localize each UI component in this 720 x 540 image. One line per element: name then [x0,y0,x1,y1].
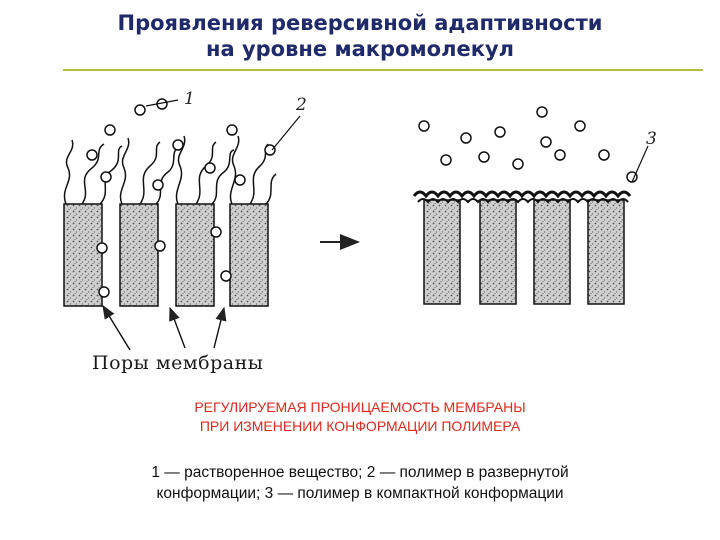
polymer-chain [211,149,235,205]
pore-column [533,199,571,305]
caption-legend-line-1: 1 — растворенное вещество; 2 — полимер в… [151,464,569,481]
solute-particle [204,162,216,174]
polymer-chain [195,141,217,205]
caption-highlight-line-2: ПРИ ИЗМЕНЕНИИ КОНФОРМАЦИИ ПОЛИМЕРА [199,418,521,434]
polymer-chain [81,143,105,205]
pore-arrow [213,306,227,349]
solute-particle [540,136,552,148]
solute-particle [574,120,586,132]
solute-particle [134,104,146,116]
caption-highlight-line-1: РЕГУЛИРУЕМАЯ ПРОНИЦАЕМОСТЬ МЕМБРАНЫ [194,399,526,415]
solute-particle [154,240,166,252]
solute-particle [96,242,108,254]
leader-line-3 [631,145,649,183]
solute-particle [536,106,548,118]
solute-particle [220,270,232,282]
title-underline [63,69,703,71]
solute-particle [264,144,276,156]
polymer-layer-compact [412,190,632,204]
solute-particle [210,226,222,238]
membrane-columns-right [423,199,625,305]
pore-arrows [102,304,227,351]
solute-particle [512,158,524,170]
solute-particles-right [418,106,638,183]
pore-column [587,199,625,305]
leader-line-2 [271,115,301,151]
polymer-chain [119,137,130,205]
polymer-chain [229,135,240,205]
solute-particle [554,149,566,161]
pore-arrow [102,304,131,351]
polymer-chain [99,145,123,205]
label-2: 2 [295,95,307,115]
polymer-chain [139,141,161,205]
polymer-chain [155,147,179,205]
compact-polymer-chain [412,190,632,199]
membrane-columns-left [63,203,269,307]
pore-column [175,203,215,307]
solute-particle [98,286,110,298]
compact-polymer-chain [417,198,629,204]
page-title: Проявления реверсивной адаптивности на у… [0,10,720,62]
solute-particle [226,124,238,136]
pore-column [423,199,461,305]
solute-particle [460,132,472,144]
solute-particle [172,139,184,151]
label-3: 3 [646,129,657,149]
polymer-chain [265,173,277,205]
right-panel-compact-state: 3 [412,106,657,305]
solute-particle [418,120,430,132]
solute-particle [494,126,506,138]
pore-column [119,203,159,307]
pore-column [229,203,269,307]
solute-particle [234,174,246,186]
solute-particle [86,149,98,161]
polymer-chain [175,135,186,205]
caption-highlight: РЕГУЛИРУЕМАЯ ПРОНИЦАЕМОСТЬ МЕМБРАНЫ ПРИ … [0,398,720,436]
solute-particle [100,171,112,183]
solute-particle [440,154,452,166]
caption-legend-line-2: конформации; 3 — полимер в компактной ко… [156,485,564,502]
pore-column [479,199,517,305]
pores-label: Поры мембраны [92,352,264,374]
caption-legend: 1 — растворенное вещество; 2 — полимер в… [0,462,720,504]
label-1: 1 [184,89,195,109]
solute-particles-left [86,98,276,298]
title-line-2: на уровне макромолекул [205,37,515,61]
solute-particle [104,124,116,136]
solute-particle [598,149,610,161]
pore-arrow [169,306,186,349]
left-panel-expanded-state: 1 2 [63,89,307,351]
leader-line-1 [145,99,179,107]
pore-column [63,203,103,307]
polymer-chains-expanded [63,135,277,205]
polymer-chain [63,139,74,205]
solute-particle [478,151,490,163]
title-line-1: Проявления реверсивной адаптивности [117,11,603,35]
solute-particle [152,179,164,191]
